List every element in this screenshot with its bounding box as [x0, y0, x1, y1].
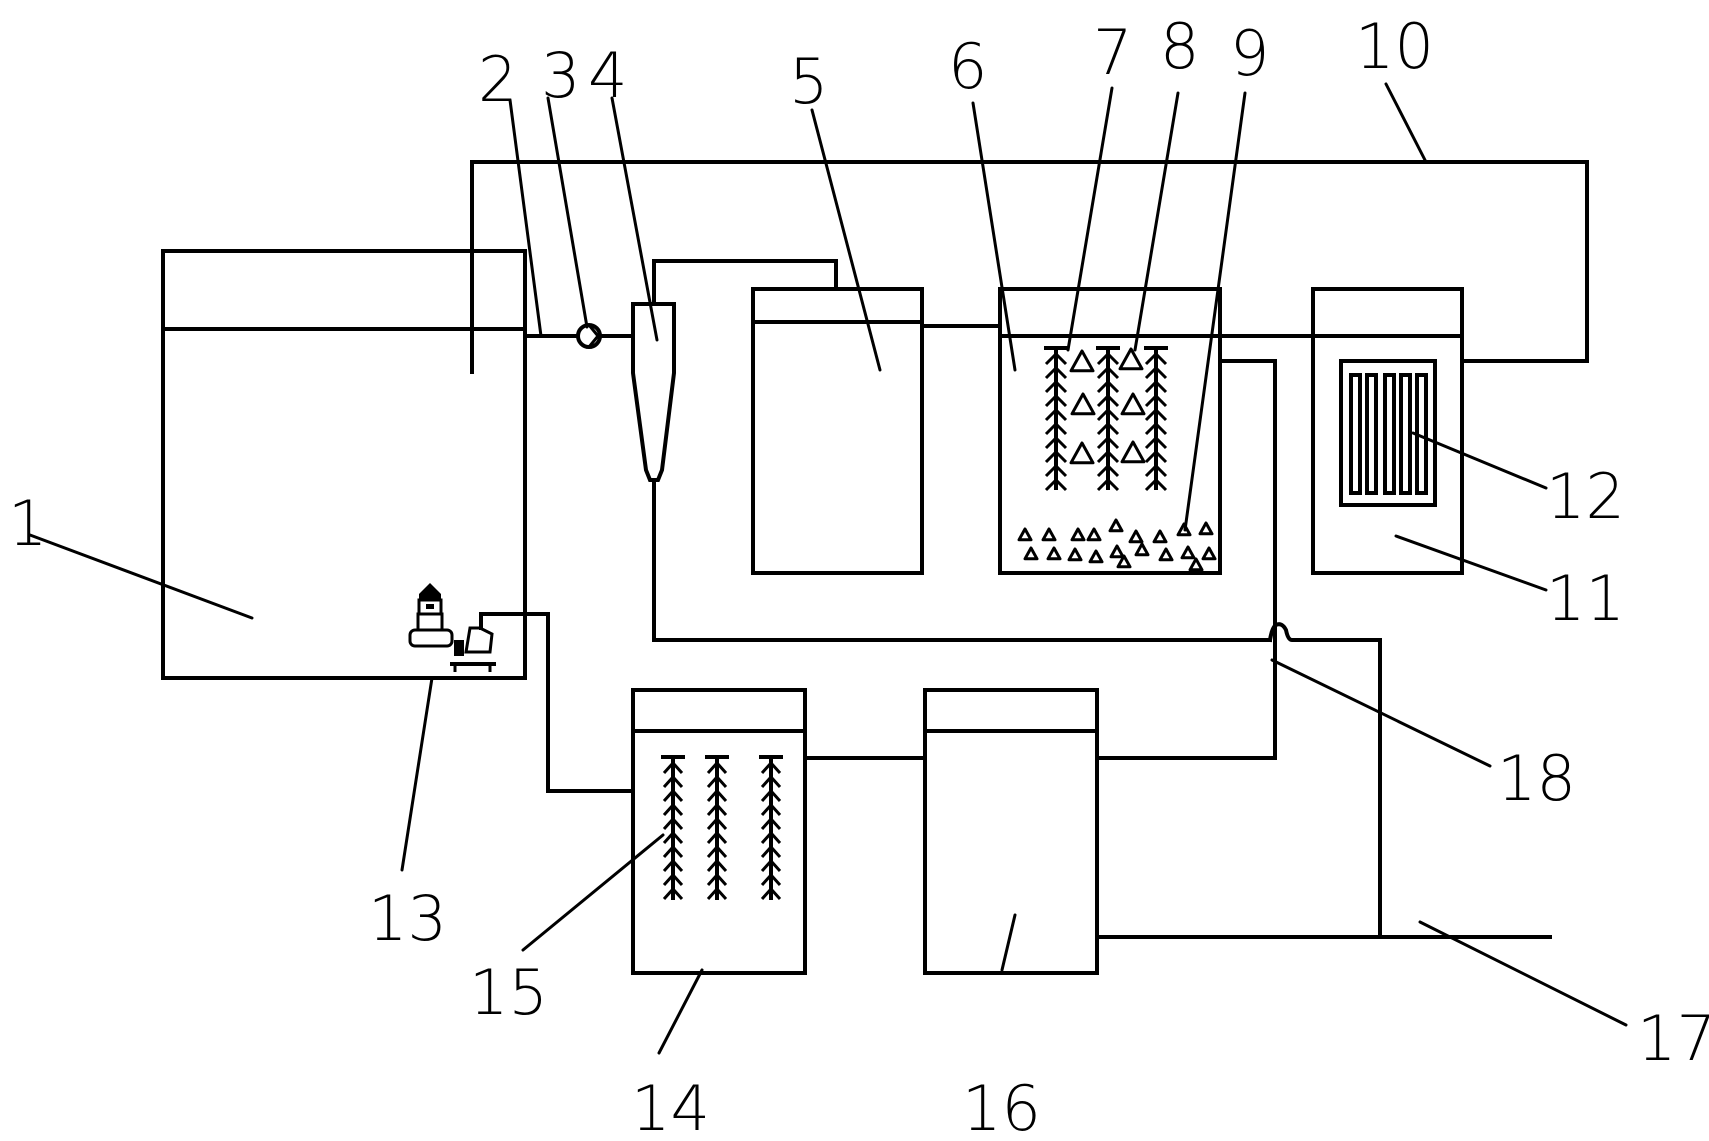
media-piece	[1086, 527, 1102, 542]
fishbone-carrier	[661, 755, 685, 901]
media-piece	[1041, 527, 1057, 542]
media-piece	[1023, 546, 1039, 561]
callout-16: 16	[962, 1072, 1041, 1141]
media-piece	[1188, 557, 1204, 572]
crossover-pipe	[1267, 622, 1382, 939]
fishbone-carrier	[1096, 346, 1120, 492]
membrane-module	[1339, 359, 1437, 507]
return-pipe	[470, 160, 1589, 374]
media-piece	[1017, 527, 1033, 542]
tank-6	[998, 287, 1222, 575]
media-piece	[1198, 521, 1214, 536]
media-piece	[1201, 546, 1217, 561]
media-piece	[1046, 546, 1062, 561]
tank-14	[631, 688, 807, 975]
hydrocyclone	[631, 302, 676, 482]
media-piece	[1116, 554, 1132, 569]
fishbone-carrier	[705, 755, 729, 901]
pipe-16-to-6	[1095, 359, 1277, 760]
media-piece	[1152, 529, 1168, 544]
media-piece	[1109, 544, 1125, 559]
media-piece	[1180, 545, 1196, 560]
callout-6: 6	[948, 30, 987, 103]
submersible-pump	[408, 583, 496, 672]
callout-8: 8	[1160, 10, 1199, 83]
callout-7: 7	[1093, 16, 1132, 89]
carrier-curtain	[661, 755, 783, 901]
storage-tank	[161, 249, 527, 680]
suspended-media	[1069, 347, 1146, 465]
callout-14: 14	[631, 1072, 710, 1141]
media-piece	[1088, 549, 1104, 564]
biofilm-carrier-curtain	[1044, 346, 1168, 492]
callout-labels: 1 2 3 4 5 6 7 8 9 10 12 11 13 15 14 16 1…	[8, 10, 1709, 1141]
tank-5	[751, 287, 924, 575]
callout-17: 17	[1637, 1002, 1709, 1075]
callout-2: 2	[478, 43, 517, 116]
pump-discharge-pipe	[479, 612, 635, 793]
underflow-pipe	[652, 478, 1272, 642]
fishbone-carrier	[759, 755, 783, 901]
media-piece	[1134, 542, 1150, 557]
leader-lines	[28, 82, 1628, 1055]
settled-media	[1017, 518, 1217, 572]
fishbone-carrier	[1144, 346, 1168, 492]
overflow-pipe	[652, 259, 838, 306]
callout-10: 10	[1355, 10, 1434, 83]
media-piece	[1128, 529, 1144, 544]
media-piece	[1118, 347, 1144, 371]
pipeline-pump	[576, 323, 602, 349]
tank-16	[923, 688, 1099, 975]
media-piece	[1067, 547, 1083, 562]
callout-1: 1	[8, 487, 47, 560]
media-piece	[1069, 441, 1095, 465]
media-piece	[1069, 349, 1095, 373]
media-piece	[1108, 518, 1124, 533]
callout-3: 3	[541, 39, 580, 112]
callout-15: 15	[469, 956, 548, 1029]
callout-12: 12	[1546, 460, 1625, 533]
callout-5: 5	[789, 45, 828, 118]
media-piece	[1120, 392, 1146, 416]
media-piece	[1070, 527, 1086, 542]
media-piece	[1120, 440, 1146, 464]
callout-18: 18	[1497, 742, 1576, 815]
media-piece	[1158, 547, 1174, 562]
callout-11: 11	[1546, 562, 1625, 635]
membrane-tank	[1311, 287, 1464, 575]
callout-4: 4	[588, 39, 627, 112]
callout-13: 13	[368, 882, 447, 955]
media-piece	[1070, 392, 1096, 416]
fishbone-carrier	[1044, 346, 1068, 492]
callout-9: 9	[1230, 17, 1269, 90]
